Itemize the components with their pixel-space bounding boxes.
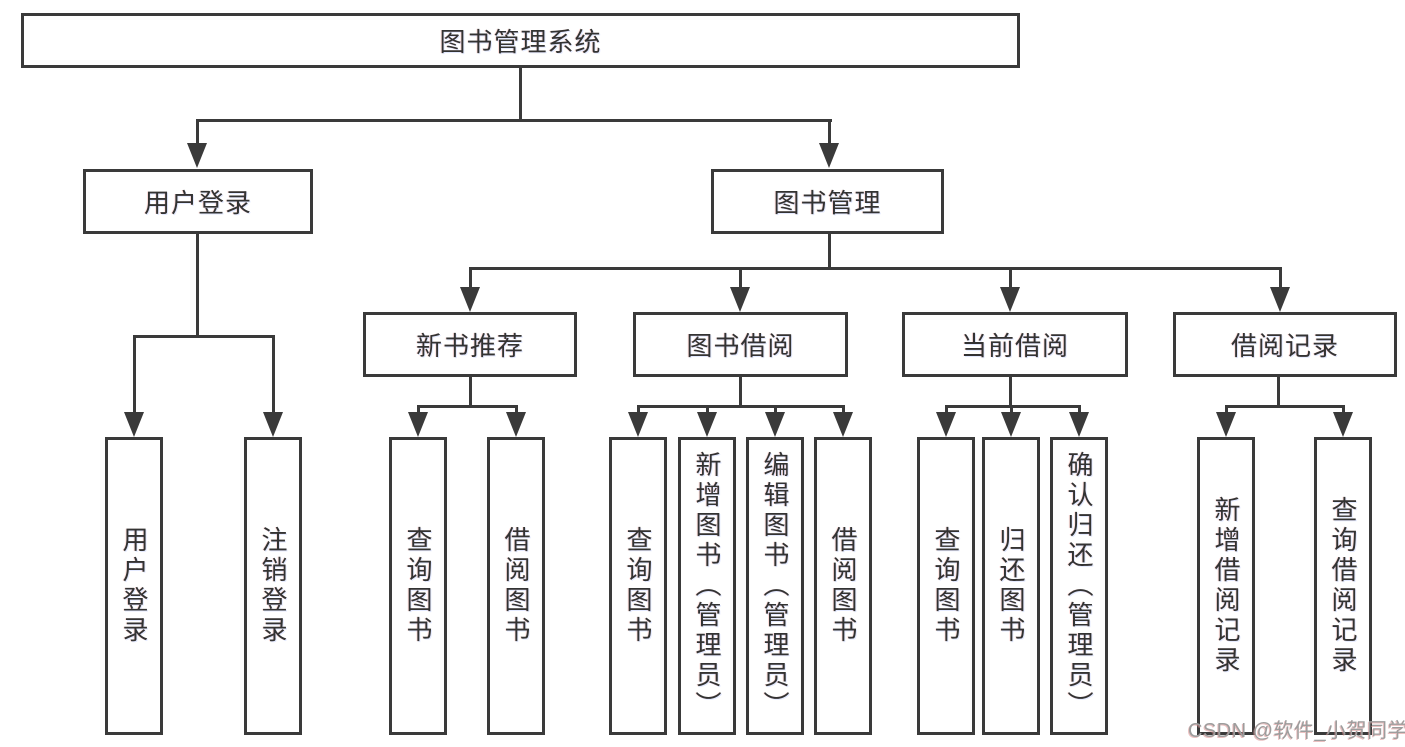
arrow-down-icon	[765, 412, 785, 437]
connector-root-bar	[196, 119, 832, 122]
connector-borrow-records-bar	[1225, 405, 1345, 408]
connector-to-book-borrow	[739, 267, 742, 291]
arrow-down-icon	[936, 412, 956, 437]
leaf-label: 查询图书	[623, 526, 653, 646]
connector-leaf	[417, 405, 420, 417]
node-book-management: 图书管理	[711, 169, 944, 234]
arrow-down-icon	[460, 287, 480, 312]
arrow-down-icon	[408, 412, 428, 437]
leaf-label: 借阅图书	[828, 526, 858, 646]
connector-leaf	[1010, 405, 1013, 417]
leaf-query-borrow-record: 查询借阅记录	[1314, 437, 1372, 735]
connector-book-borrow-stem	[739, 376, 742, 408]
arrow-down-icon	[1001, 412, 1021, 437]
leaf-borrow-books: 借阅图书	[814, 437, 872, 735]
leaf-label: 用户登录	[119, 526, 149, 646]
connector-to-borrow-records	[1279, 267, 1282, 291]
arrow-down-icon	[124, 412, 144, 437]
connector-to-book-management	[828, 119, 831, 147]
leaf-label: 注销登录	[258, 526, 288, 646]
csdn-watermark: CSDN @软件_小贺同学	[1188, 720, 1405, 742]
connector-to-current-borrow	[1009, 267, 1012, 291]
connector-leaf	[945, 405, 948, 417]
node-label: 借阅记录	[1230, 331, 1339, 361]
connector-user-login-stem	[196, 233, 199, 337]
leaf-return-books: 归还图书	[982, 437, 1040, 735]
connector-leaf	[637, 405, 640, 417]
node-label: 当前借阅	[960, 331, 1069, 361]
connector-leaf	[842, 405, 845, 417]
connector-leaf	[515, 405, 518, 417]
arrow-down-icon	[506, 412, 526, 437]
connector-to-leaf-user-login	[133, 335, 136, 415]
arrow-down-icon	[263, 412, 283, 437]
connector-root-stem	[519, 66, 522, 119]
leaf-label: 新增图书（管理员）	[692, 451, 722, 721]
connector-current-borrow-bar	[945, 405, 1081, 408]
leaf-label: 归还图书	[996, 526, 1026, 646]
connector-leaf	[1342, 405, 1345, 417]
leaf-label: 查询图书	[403, 526, 433, 646]
connector-new-book-recommend-stem	[469, 376, 472, 408]
node-library-management-system: 图书管理系统	[21, 13, 1020, 68]
leaf-query-books-borrow: 查询图书	[609, 437, 667, 735]
arrow-down-icon	[819, 143, 839, 168]
arrow-down-icon	[1216, 412, 1236, 437]
node-user-login: 用户登录	[83, 169, 313, 234]
leaf-label: 编辑图书（管理员）	[760, 451, 790, 721]
connector-leaf	[1078, 405, 1081, 417]
node-label: 新书推荐	[415, 331, 524, 361]
connector-user-login-bar	[133, 335, 275, 338]
connector-leaf	[774, 405, 777, 417]
leaf-logout-login: 注销登录	[244, 437, 302, 735]
arrow-down-icon	[1270, 287, 1290, 312]
leaf-add-borrow-record: 新增借阅记录	[1197, 437, 1255, 735]
arrow-down-icon	[1333, 412, 1353, 437]
connector-to-leaf-logout	[272, 335, 275, 415]
connector-new-book-recommend-bar	[417, 405, 518, 408]
arrow-down-icon	[1000, 287, 1020, 312]
leaf-user-login: 用户登录	[105, 437, 163, 735]
arrow-down-icon	[697, 412, 717, 437]
connector-current-borrow-stem	[1009, 376, 1012, 408]
leaf-query-books-current: 查询图书	[917, 437, 975, 735]
connector-book-borrow-bar	[637, 405, 845, 408]
leaf-label: 新增借阅记录	[1211, 496, 1241, 676]
connector-leaf	[1225, 405, 1228, 417]
connector-borrow-records-stem	[1277, 376, 1280, 408]
node-label: 图书管理系统	[439, 27, 602, 57]
arrow-down-icon	[187, 143, 207, 168]
arrow-down-icon	[1069, 412, 1089, 437]
leaf-query-books-recommend: 查询图书	[389, 437, 447, 735]
node-label: 用户登录	[143, 188, 252, 218]
node-new-book-recommend: 新书推荐	[363, 312, 577, 377]
leaf-label: 查询图书	[931, 526, 961, 646]
connector-book-management-bar	[469, 267, 1281, 270]
leaf-borrow-books-recommend: 借阅图书	[487, 437, 545, 735]
node-current-borrow: 当前借阅	[902, 312, 1128, 377]
leaf-label: 借阅图书	[501, 526, 531, 646]
connector-to-user-login	[196, 119, 199, 147]
connector-to-new-book-recommend	[469, 267, 472, 291]
leaf-label: 确认归还（管理员）	[1064, 451, 1094, 721]
node-borrow-records: 借阅记录	[1173, 312, 1397, 377]
node-label: 图书借阅	[686, 331, 795, 361]
leaf-edit-books-admin: 编辑图书（管理员）	[746, 437, 804, 735]
node-book-borrow: 图书借阅	[633, 312, 848, 377]
arrow-down-icon	[628, 412, 648, 437]
connector-book-management-stem	[828, 233, 831, 270]
leaf-confirm-return-admin: 确认归还（管理员）	[1050, 437, 1108, 735]
leaf-add-books-admin: 新增图书（管理员）	[678, 437, 736, 735]
connector-leaf	[706, 405, 709, 417]
node-label: 图书管理	[773, 188, 882, 218]
arrow-down-icon	[730, 287, 750, 312]
leaf-label: 查询借阅记录	[1328, 496, 1358, 676]
arrow-down-icon	[833, 412, 853, 437]
